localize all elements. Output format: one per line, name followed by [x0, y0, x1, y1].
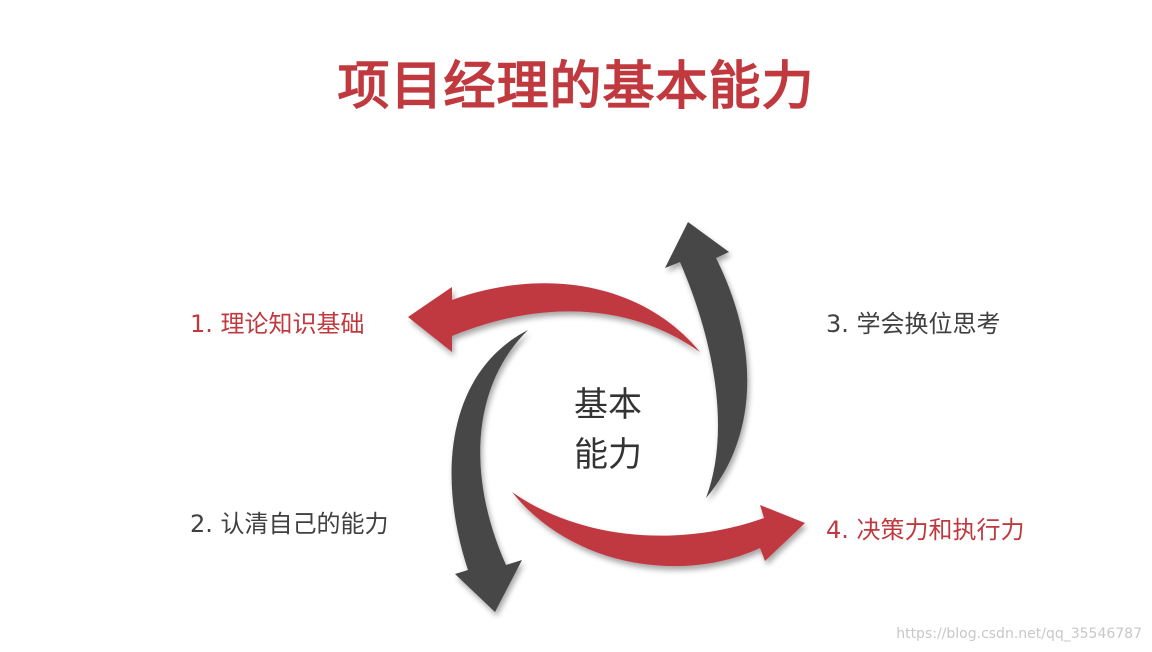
item-know-yourself: 2. 认清自己的能力 — [190, 510, 389, 538]
arrow-2-dark — [451, 330, 528, 612]
center-label-line2: 能力 — [574, 435, 642, 475]
arrow-4-red — [512, 492, 805, 567]
item-theory-knowledge: 1. 理论知识基础 — [190, 310, 365, 338]
watermark: https://blog.csdn.net/qq_35546787 — [896, 626, 1142, 642]
center-label-line1: 基本 — [574, 385, 642, 425]
item-decision-execution: 4. 决策力和执行力 — [826, 516, 1025, 544]
arrow-3-dark — [665, 222, 748, 498]
page-title: 项目经理的基本能力 — [337, 57, 815, 117]
item-empathy: 3. 学会换位思考 — [826, 310, 1001, 338]
arrow-1-red — [408, 283, 700, 352]
center-label: 基本 能力 — [548, 380, 668, 480]
